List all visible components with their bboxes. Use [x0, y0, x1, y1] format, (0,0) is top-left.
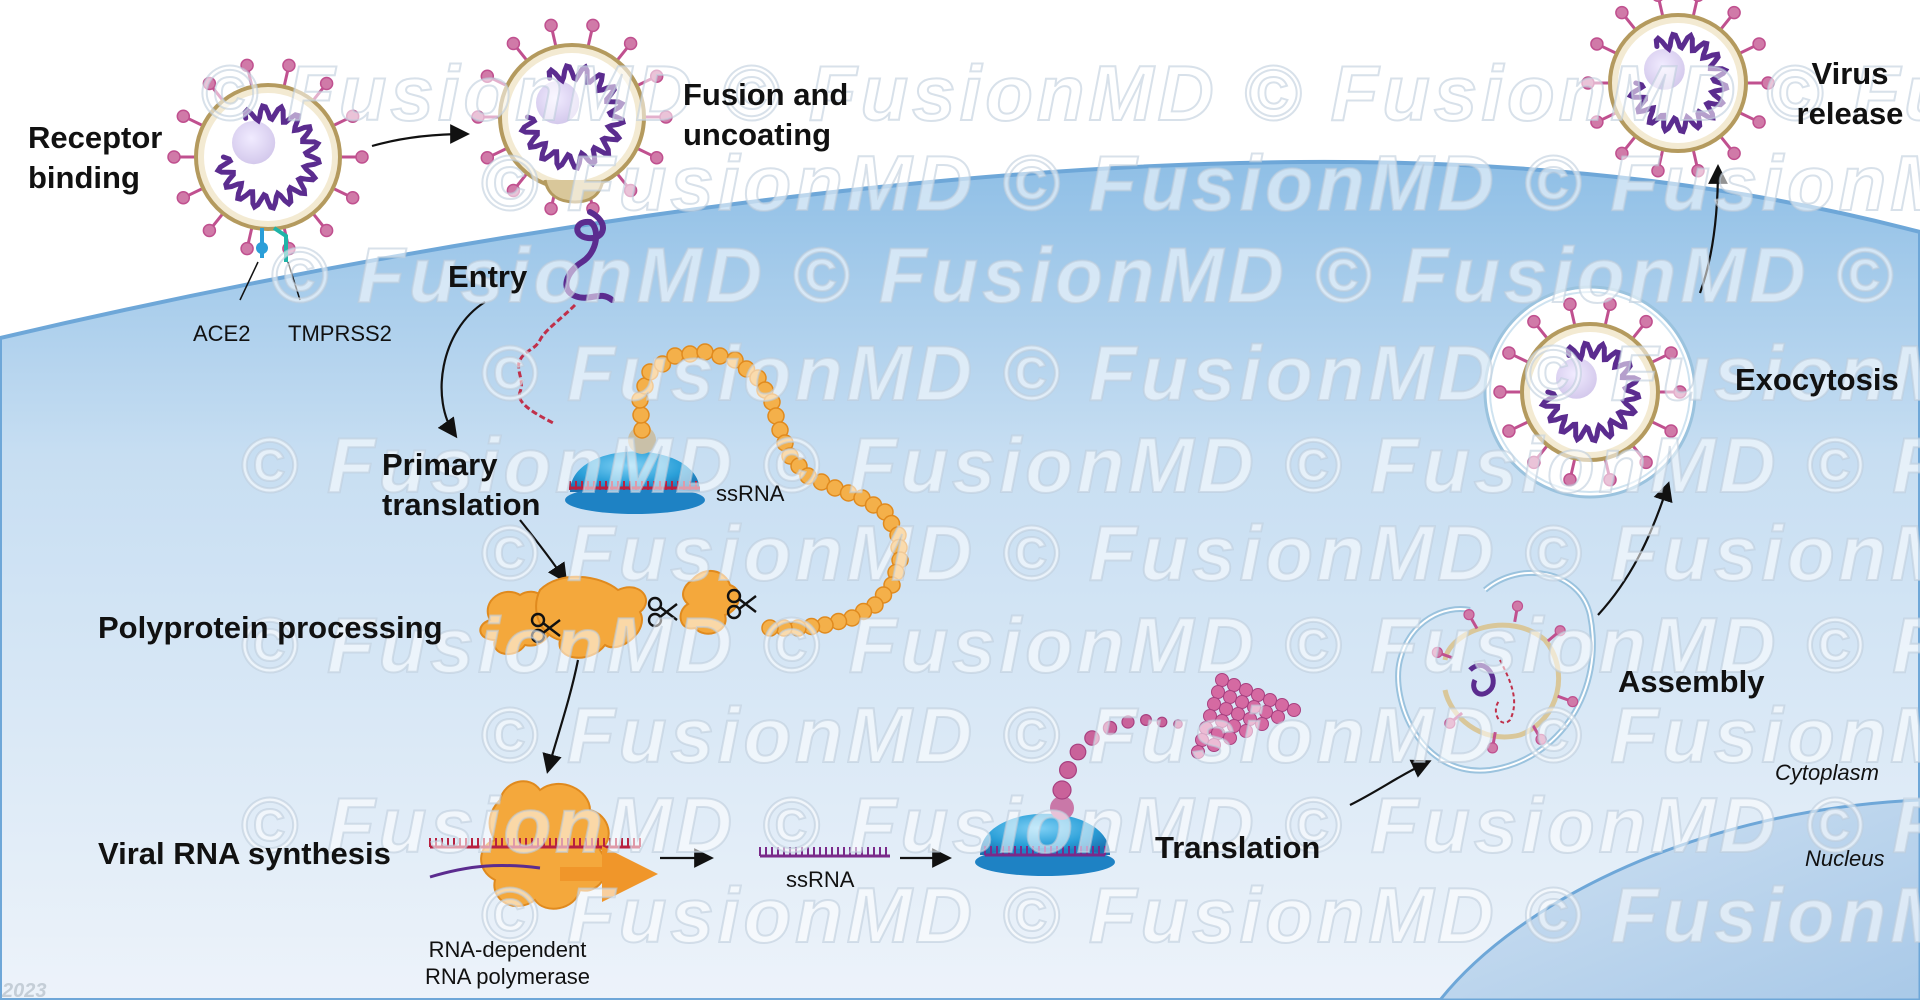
- translation-rna: [984, 846, 1106, 855]
- label-exocytosis: Exocytosis: [1735, 362, 1899, 397]
- label-cytoplasm: Cytoplasm: [1775, 760, 1879, 785]
- label-assembly: Assembly: [1618, 664, 1765, 699]
- nascent-peptide: [1052, 713, 1183, 800]
- folded-protein: [1191, 673, 1301, 759]
- primary-rna: [569, 481, 697, 490]
- label-ace2: ACE2: [193, 321, 251, 346]
- cell-cytoplasm: [0, 159, 1920, 1000]
- virion-exocytosis: [1493, 297, 1687, 487]
- virion-fusion: [471, 18, 673, 216]
- receptor-stalks: [239, 226, 301, 301]
- label-primary-translation: Primary translation: [382, 447, 541, 522]
- label-tmprss2: TMPRSS2: [288, 321, 392, 346]
- label-fusion-uncoating: Fusion and uncoating: [683, 77, 849, 152]
- label-viral-rna-synthesis: Viral RNA synthesis: [98, 836, 391, 871]
- label-rdrp: RNA-dependent RNA polymerase: [424, 937, 591, 989]
- label-translation: Translation: [1155, 830, 1321, 865]
- assembly-vesicle: [1395, 569, 1596, 774]
- virion-receptor-binding: [167, 58, 369, 256]
- released-genome: [563, 209, 615, 303]
- nucleus: [1438, 798, 1920, 1000]
- virion-released: [1581, 0, 1775, 178]
- label-ssrna-ribosome: ssRNA: [716, 481, 785, 506]
- polyprotein-chain: [631, 343, 909, 637]
- label-virus-release: Virus release: [1796, 56, 1904, 131]
- label-entry: Entry: [448, 259, 528, 294]
- assembly-spikes: [1431, 600, 1579, 754]
- label-nucleus: Nucleus: [1805, 846, 1885, 871]
- unwinding-rna: [517, 303, 577, 426]
- rdrp-comb: [429, 838, 641, 847]
- label-receptor-binding: Receptor binding: [28, 120, 163, 195]
- process-arrows: [371, 124, 1728, 868]
- label-polyprotein-processing: Polyprotein processing: [98, 610, 443, 645]
- watermark-corner: 2023: [2, 980, 47, 1000]
- scissors-icon: [530, 588, 757, 644]
- label-ssrna-middle: ssRNA: [786, 867, 855, 892]
- fusion-pore: [543, 179, 605, 204]
